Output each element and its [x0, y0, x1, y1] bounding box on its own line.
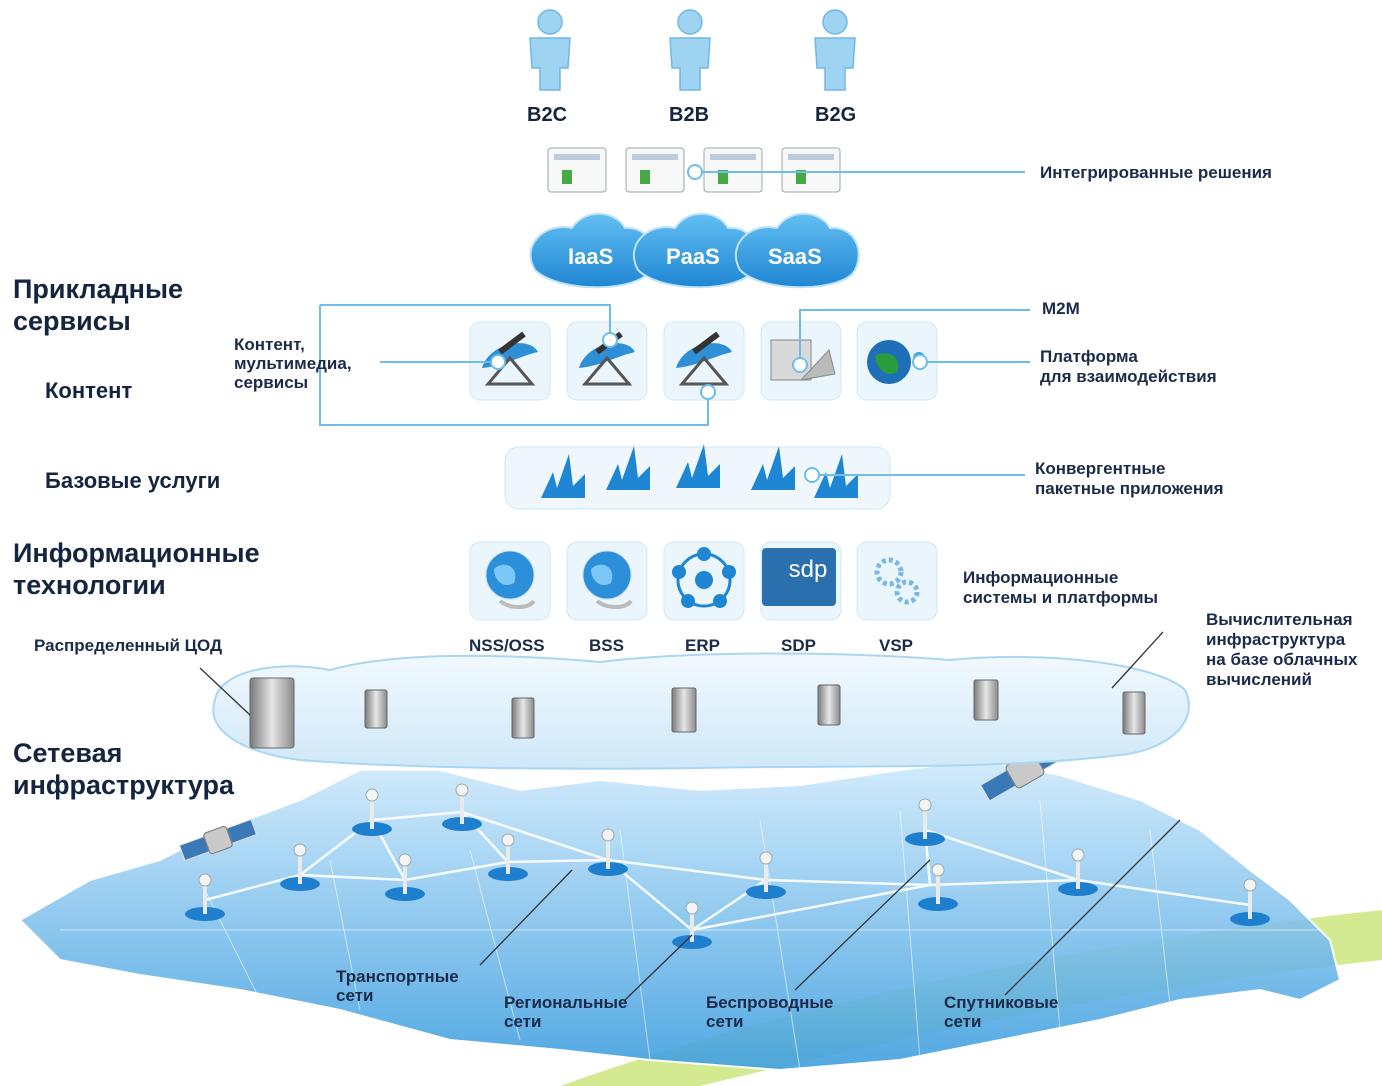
- waveform-icon: [676, 444, 720, 488]
- globe-icon: [867, 340, 925, 384]
- pointer-lines: [199, 631, 1181, 1001]
- screen-icon: [547, 147, 607, 193]
- cloud-iaas: [529, 212, 655, 289]
- antenna-icon: [442, 783, 482, 831]
- antenna-icon: [352, 788, 392, 836]
- multimedia-icon: [676, 331, 732, 386]
- person-icon: [529, 9, 571, 91]
- layer-applied-services: Прикладные сервисы: [13, 274, 184, 336]
- callout-m2m: M2M: [1042, 299, 1080, 318]
- antenna-icon: [588, 828, 628, 876]
- callout-interaction-platform: Платформа для взаимодействия: [1040, 347, 1217, 386]
- antenna-icon: [280, 843, 320, 891]
- layer-basic-services: Базовые услуги: [45, 468, 221, 493]
- layer-info-tech: Информационные технологии: [13, 538, 260, 600]
- basic-services-band: [504, 444, 891, 510]
- callout-cloud-compute: Вычислительная инфраструктура на базе об…: [1206, 610, 1358, 689]
- person-icons: [529, 9, 856, 91]
- connector-dots: [490, 164, 928, 483]
- globe-network-icon: [582, 550, 633, 609]
- sdp-logo-text: sdp: [789, 556, 828, 583]
- network-label-regional: Региональные сети: [504, 993, 628, 1031]
- erp-network-icon: [672, 547, 736, 608]
- server-racks: [249, 677, 1146, 749]
- antenna-icon: [746, 851, 786, 899]
- waveform-icon: [606, 446, 650, 490]
- m2m-device-icon: [770, 339, 836, 381]
- server-icon: [817, 684, 841, 726]
- platform-label-sdp: SDP: [781, 636, 816, 655]
- sdp-logo-icon: [762, 548, 836, 606]
- antenna-icon: [488, 833, 528, 881]
- screen-icon: [625, 147, 685, 193]
- antenna-icon: [385, 853, 425, 901]
- antenna-icon: [185, 873, 225, 921]
- callout-distributed-dc: Распределенный ЦОД: [34, 636, 223, 655]
- solution-screens: [547, 147, 841, 193]
- gears-icon: [874, 557, 920, 605]
- layer-network-infra: Сетевая инфраструктура: [13, 738, 235, 800]
- cloud-band: [212, 652, 1190, 770]
- network-label-satellite: Спутниковые сети: [944, 993, 1059, 1031]
- screen-icon: [781, 147, 841, 193]
- platform-tiles: [469, 541, 938, 621]
- server-icon: [671, 687, 697, 733]
- person-icon: [669, 9, 711, 91]
- audience-b2b: B2B: [669, 104, 710, 126]
- server-icon: [1122, 691, 1146, 735]
- server-icon: [973, 679, 999, 721]
- network-label-wireless: Беспроводные сети: [706, 993, 834, 1031]
- connector-lines: [319, 171, 1030, 476]
- person-icon: [814, 9, 856, 91]
- audience-b2g: B2G: [815, 104, 857, 126]
- platform-label-vsp: VSP: [879, 636, 914, 655]
- antenna-icon: [918, 863, 958, 911]
- cloud-label-paas: PaaS: [666, 244, 720, 269]
- antenna-nodes: [185, 783, 1270, 949]
- layer-content: Контент: [45, 378, 133, 403]
- callout-content-multimedia: Контент, мультимедиа, сервисы: [234, 335, 352, 392]
- cloud-paas: [632, 212, 758, 289]
- cloud-label-saas: SaaS: [768, 244, 822, 269]
- globe-network-icon: [485, 550, 536, 609]
- server-icon: [364, 689, 388, 729]
- audience-b2c: B2C: [527, 104, 568, 126]
- content-tiles: [469, 321, 938, 401]
- cloud-label-iaas: IaaS: [568, 244, 614, 269]
- callout-integrated: Интегрированные решения: [1040, 163, 1272, 182]
- antenna-icon: [1230, 878, 1270, 926]
- waveform-icon: [541, 454, 585, 498]
- callout-info-systems: Информационные системы и платформы: [963, 568, 1159, 607]
- callout-converged: Конвергентные пакетные приложения: [1035, 459, 1224, 498]
- cloud-saas: [734, 212, 860, 289]
- waveform-icon: [751, 446, 795, 490]
- platform-label-bss: BSS: [589, 636, 624, 655]
- antenna-icon: [1058, 848, 1098, 896]
- network-label-transport: Транспортные сети: [336, 967, 459, 1005]
- platform-label-erp: ERP: [685, 636, 720, 655]
- server-icon: [249, 677, 295, 749]
- server-icon: [511, 697, 535, 739]
- antenna-icon: [905, 798, 945, 846]
- screen-icon: [703, 147, 763, 193]
- platform-label-nss-oss: NSS/OSS: [469, 636, 545, 655]
- service-clouds: [529, 212, 860, 289]
- satellite-icon: [178, 818, 258, 862]
